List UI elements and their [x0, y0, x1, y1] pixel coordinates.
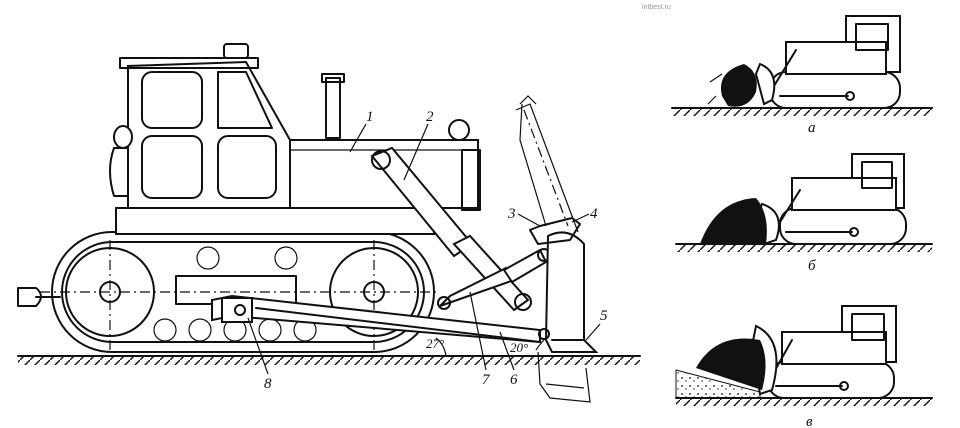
engine-hood — [289, 73, 481, 211]
panel-b: б — [675, 153, 933, 274]
lift-cylinder — [370, 146, 532, 312]
panel-c: в — [675, 305, 933, 428]
lowered-blade-outline — [537, 351, 591, 403]
watermark: intbest.ru — [642, 4, 671, 11]
angle-20-arc — [535, 339, 545, 351]
ground-hatch — [18, 357, 640, 365]
blade — [529, 217, 599, 353]
crawler-track — [40, 231, 440, 353]
label-8: 8 — [264, 376, 272, 392]
tilt-cylinder — [437, 248, 551, 310]
label-3: 3 — [507, 206, 516, 222]
label-1: 1 — [366, 109, 374, 125]
panel-a: а — [671, 15, 933, 136]
label-6: 6 — [510, 372, 518, 388]
angle-27-arc — [435, 337, 447, 357]
panel-b-caption: б — [808, 258, 816, 274]
angle-20-label: 20° — [510, 340, 528, 355]
label-2: 2 — [426, 109, 434, 125]
label-5: 5 — [600, 308, 608, 324]
hull — [115, 207, 435, 235]
main-bulldozer: 1 2 3 4 5 6 7 8 27° 20° — [17, 43, 641, 403]
push-frame — [211, 294, 541, 344]
cab — [109, 43, 291, 209]
angle-27-label: 27° — [426, 336, 444, 351]
label-4: 4 — [590, 206, 598, 222]
panel-a-caption: а — [808, 120, 816, 136]
panel-c-caption: в — [806, 414, 813, 428]
raised-blade-outline — [515, 95, 579, 233]
label-7: 7 — [482, 372, 491, 388]
